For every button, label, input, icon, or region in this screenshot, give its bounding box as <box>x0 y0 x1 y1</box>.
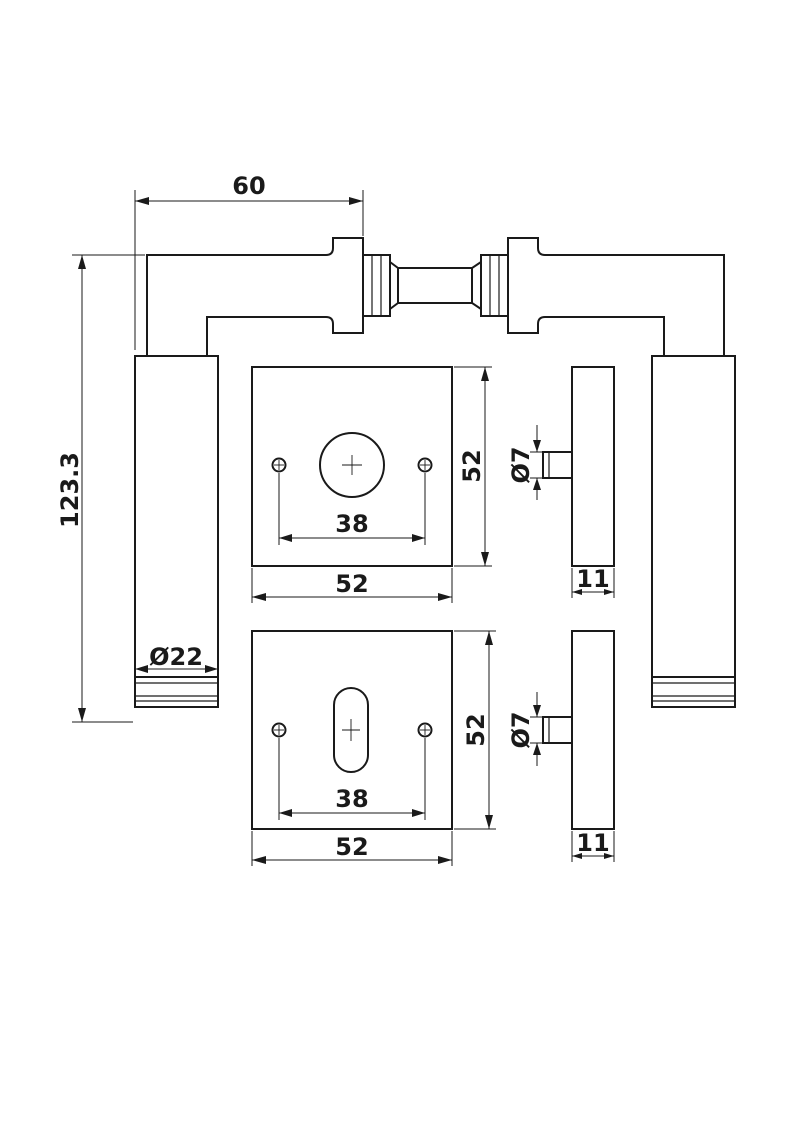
dimension-label-handle-diameter: Ø22 <box>149 643 203 671</box>
top-rose-front <box>251 366 453 567</box>
dimension-bottom-screw-spacing: 38 <box>278 738 426 820</box>
dimension-top-rose-height: 52 <box>454 366 492 567</box>
dimension-label-bottom-rose-width: 52 <box>335 833 368 861</box>
dimension-label-bottom-screw-spacing: 38 <box>335 785 368 813</box>
dimension-label-handle-height: 123.3 <box>56 452 84 528</box>
dimension-label-top-rose-height: 52 <box>458 449 486 482</box>
dimension-handle-diameter: Ø22 <box>135 643 218 673</box>
dimension-label-bottom-rose-height: 52 <box>462 713 490 746</box>
right-lever-handle <box>471 237 736 708</box>
dimension-top-rose-thickness: 11 <box>571 565 615 598</box>
dimension-top-spindle-diameter: Ø7 <box>507 425 543 500</box>
dimension-label-top-rose-thickness: 11 <box>576 565 609 593</box>
dimension-handle-height: 123.3 <box>56 254 145 723</box>
dimension-label-top-rose-width: 52 <box>335 570 368 598</box>
top-rose-side <box>542 366 615 567</box>
bottom-rose-side <box>542 630 615 830</box>
dimension-handle-length: 60 <box>134 172 364 350</box>
dimension-label-handle-length: 60 <box>232 172 265 200</box>
left-lever-handle <box>134 237 399 708</box>
bottom-rose-front <box>251 630 453 830</box>
dimension-top-screw-spacing: 38 <box>278 473 426 545</box>
dimension-bottom-spindle-diameter: Ø7 <box>507 692 543 766</box>
dimension-top-rose-width: 52 <box>251 568 453 603</box>
dimension-bottom-rose-width: 52 <box>251 831 453 866</box>
dimension-bottom-rose-height: 52 <box>454 630 496 830</box>
dimension-label-bottom-spindle-diameter: Ø7 <box>507 711 535 748</box>
dimension-label-top-screw-spacing: 38 <box>335 510 368 538</box>
dimension-bottom-rose-thickness: 11 <box>571 829 615 862</box>
dimension-label-top-spindle-diameter: Ø7 <box>507 446 535 483</box>
dimension-label-bottom-rose-thickness: 11 <box>576 829 609 857</box>
square-spindle <box>397 267 473 304</box>
